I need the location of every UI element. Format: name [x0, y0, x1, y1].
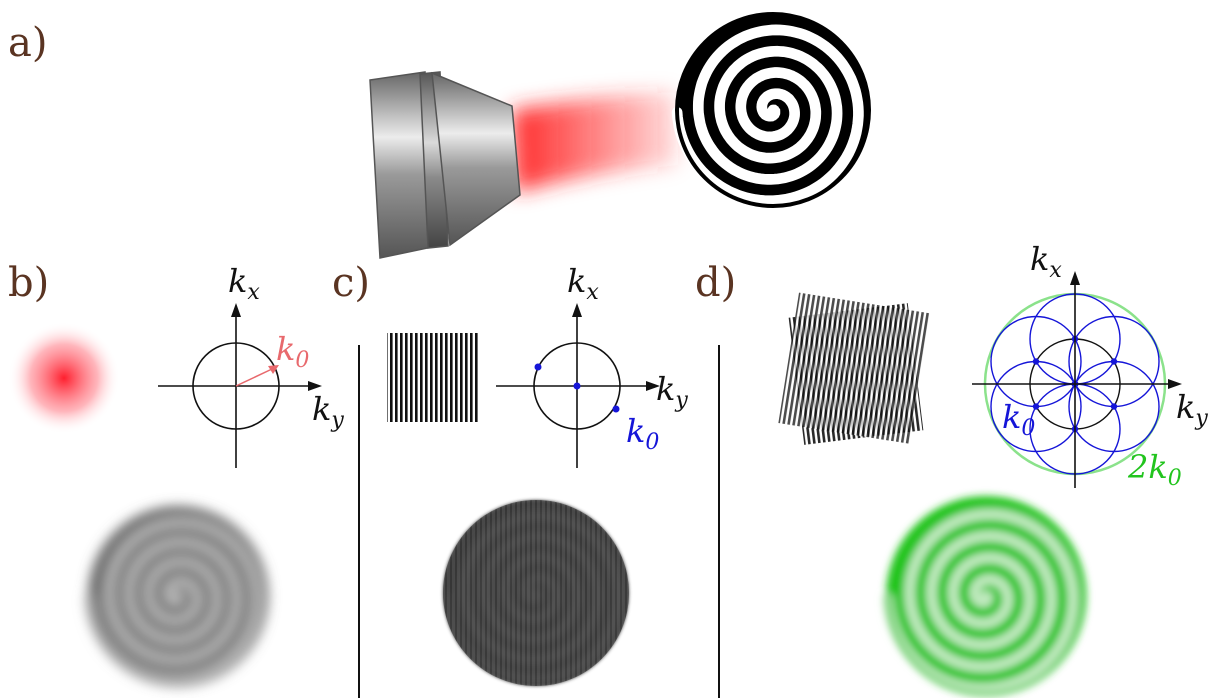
panel-c-k-space: kx ky k0	[496, 262, 688, 468]
spiral-target-icon	[671, 12, 871, 208]
k0-circle	[533, 342, 621, 430]
kx-label: kx	[1030, 240, 1062, 283]
stripe-pattern	[387, 333, 480, 422]
gaussian-beam-spot	[8, 322, 120, 434]
k0-label: k0	[276, 330, 309, 373]
flashlight-icon	[369, 71, 678, 259]
panel-b-k-space: kx ky k0	[158, 262, 344, 468]
2k0-label: 2k0	[1127, 448, 1182, 491]
ky-label: ky	[1176, 388, 1208, 431]
panel-a-label: a)	[8, 20, 47, 66]
k-point	[1110, 358, 1118, 365]
moire-pattern	[778, 292, 930, 445]
striped-dark-spiral-image	[443, 500, 629, 686]
k-point-upper	[534, 363, 542, 371]
panel-d-k-space: kx ky k0 2k0	[972, 240, 1208, 491]
laser-beam	[512, 92, 678, 192]
kx-label: kx	[228, 262, 260, 305]
blurred-gray-spiral-image	[85, 506, 268, 686]
kx-label: kx	[567, 262, 599, 305]
shifted-circle	[1068, 315, 1160, 408]
k-point-center	[573, 382, 581, 390]
k0-label: k0	[626, 412, 659, 455]
ky-label: ky	[656, 370, 688, 413]
panel-c-label: c)	[332, 260, 370, 306]
k0-vector	[235, 368, 273, 387]
panel-b-label: b)	[8, 260, 49, 306]
ky-label: ky	[312, 390, 344, 433]
panel-d-label: d)	[695, 260, 736, 306]
k-point-lower	[612, 405, 620, 413]
k0-label: k0	[1002, 398, 1035, 441]
green-spiral-reconstruction	[882, 496, 1086, 696]
k0-circle	[192, 342, 280, 430]
